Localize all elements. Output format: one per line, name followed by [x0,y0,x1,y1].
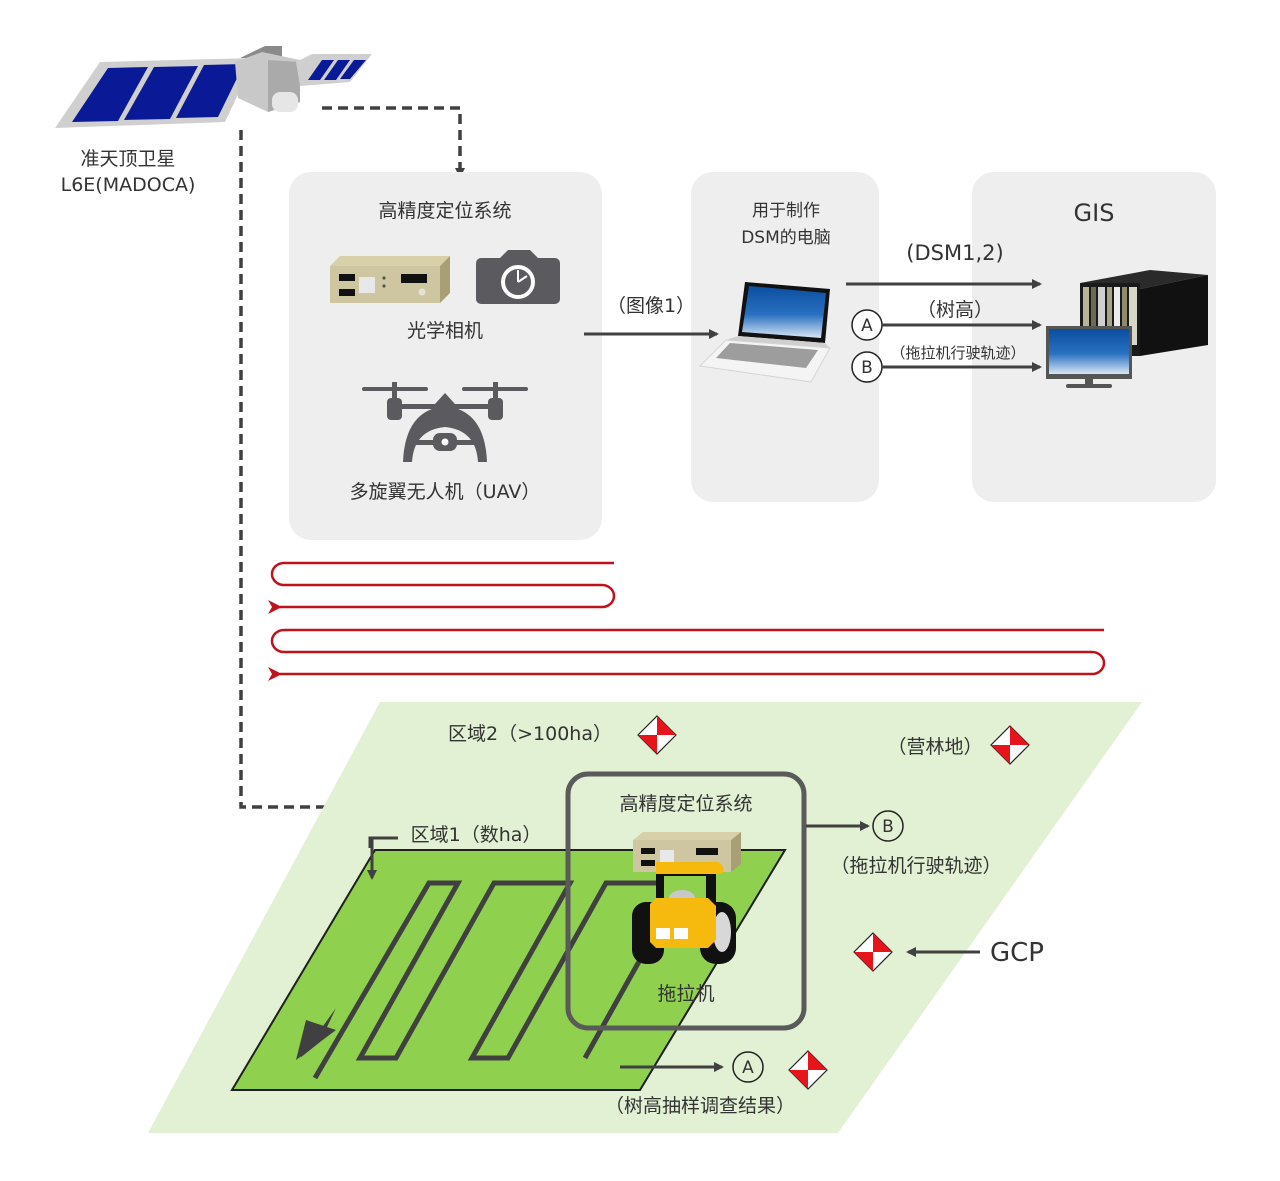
field-marker-a-circle [732,1051,764,1083]
dsm-flow-label: (DSM1,2) [906,241,1003,265]
tractor-path-arrowhead-fill [296,1020,336,1060]
uav-label: 多旋翼无人机（UAV） [350,481,541,503]
satellite-name: 准天顶卫星 [80,148,175,170]
marker-a-label: A [861,316,873,336]
tractor-path [312,880,688,1080]
gcp-marker-icon [990,725,1030,765]
gcp-marker-icon [788,1050,828,1090]
tractor-positioning-title: 高精度定位系统 [619,793,752,815]
zone1-pointer [368,836,398,848]
computer-panel-title-line2: DSM的电脑 [741,228,831,248]
forest-label: （营林地） [887,736,982,758]
tractor-positioning-box [565,771,807,1031]
monitor-icon [1046,326,1132,388]
gis-panel-title: GIS [1074,199,1115,227]
field-marker-b-circle [872,810,904,842]
tractor-track-flow-label: （拖拉机行驶轨迹） [890,344,1025,362]
field-marker-a-label: A [742,1058,754,1078]
gcp-marker-icon [853,932,893,972]
positioning-panel-title: 高精度定位系统 [378,200,511,222]
zone1-label: 区域1（数ha） [411,824,542,846]
marker-b-label: B [861,358,873,378]
image-flow-label: （图像1） [607,295,695,317]
gcp-label: GCP [990,938,1044,968]
zone2-label: 区域2（>100ha） [448,723,612,745]
field-marker-b-label: B [882,817,894,837]
drone-icon [362,382,528,462]
gnss-receiver-icon [330,256,450,303]
uav-flight-path [268,561,1106,681]
laptop-icon [698,282,831,383]
computer-panel-title-line1: 用于制作 [752,201,820,221]
tractor-label: 拖拉机 [657,983,714,1005]
tractor-track-label: （拖拉机行驶轨迹） [830,855,1001,877]
satellite-signal-label: L6E(MADOCA) [61,174,196,196]
tractor-icon [632,862,736,964]
satellite-to-positioning-link [322,106,465,178]
camera-label: 光学相机 [407,320,483,342]
camera-icon [476,250,560,304]
tree-survey-label: （树高抽样调查结果） [605,1095,795,1117]
tree-height-flow-label: （树高） [917,299,993,321]
satellite-icon [55,46,372,128]
gcp-marker-icon [637,715,677,755]
